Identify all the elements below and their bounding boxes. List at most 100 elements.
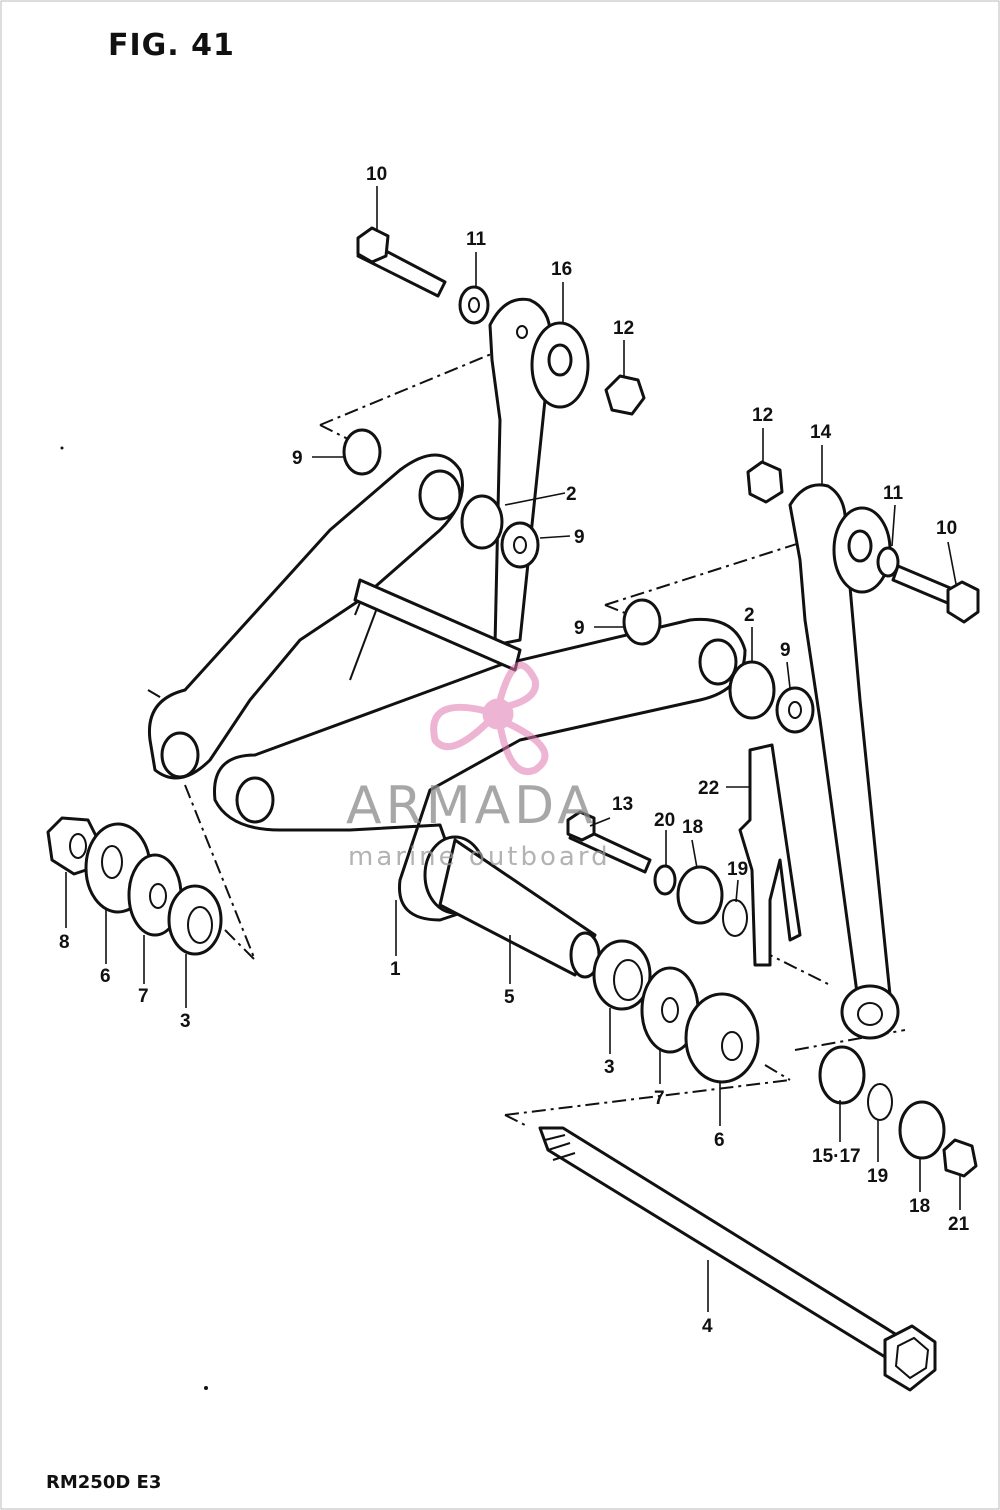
callout-label: 4 (702, 1316, 713, 1337)
collar-18-upper (676, 865, 724, 925)
leader-line (891, 504, 896, 547)
model-code: RM250D E3 (46, 1472, 162, 1493)
assembly-line (184, 784, 256, 961)
bracket-plate-22 (738, 743, 802, 967)
callout-label: 7 (138, 986, 149, 1007)
collar-9-mid (500, 521, 540, 569)
washer-hole (661, 997, 679, 1023)
callout-label: 3 (180, 1011, 191, 1032)
collar-9-right-outer-hole (788, 701, 802, 719)
callout-label: 10 (936, 518, 957, 539)
callout-label: 20 (654, 810, 675, 831)
callout-label: 18 (682, 817, 703, 838)
link-rod-left (488, 297, 590, 647)
callout-label: 1 (390, 959, 401, 980)
speck (60, 446, 64, 450)
callout-label: 16 (551, 259, 572, 280)
link-rod-hole (847, 529, 873, 563)
callout-label: 7 (654, 1088, 665, 1109)
lever-upper-arm (147, 453, 464, 780)
bolt-10-left-head (356, 226, 390, 264)
leader-line (504, 492, 566, 506)
callout-label: 19 (867, 1166, 888, 1187)
callout-label: 11 (466, 229, 487, 250)
link-rod-lower-eye (840, 984, 900, 1040)
callout-label: 3 (604, 1057, 615, 1078)
leader-line (691, 839, 698, 869)
collar-9-right-outer (775, 686, 815, 734)
sleeve-body (438, 838, 597, 977)
link-rod-hole (547, 343, 573, 377)
nut-hole (69, 833, 87, 859)
assembly-line (764, 1064, 791, 1081)
collar-9-mid-hole (513, 536, 527, 554)
assembly-line (319, 339, 526, 426)
link-rod-lower-hole (857, 1002, 883, 1026)
bracket-assembly (566, 743, 802, 967)
lever-end-bore (698, 638, 738, 686)
bolt-thread (544, 1134, 576, 1161)
sleeve (423, 835, 601, 979)
assembly-line (504, 1079, 791, 1116)
callout-label: 12 (752, 405, 773, 426)
callout-label: 6 (100, 966, 111, 987)
link-rod-right (788, 483, 900, 1040)
callout-label: 19 (727, 859, 748, 880)
dust-seal-hole (721, 1031, 743, 1061)
lever-lower-bore (160, 731, 200, 779)
callout-label: 9 (780, 640, 791, 661)
callout-label: 18 (909, 1196, 930, 1217)
lever-crossbar (353, 578, 522, 672)
long-axle-bolt (538, 1126, 937, 1392)
lever-pivot-bore (235, 776, 275, 824)
callout-label: 2 (744, 605, 755, 626)
leader-line (735, 879, 739, 903)
lever-upper-bore (418, 469, 462, 521)
assembly-line (759, 949, 831, 986)
bolt-10-right-shaft (891, 564, 957, 606)
dust-seal-hole (101, 845, 123, 879)
callout-label: 2 (566, 484, 577, 505)
circlip-19-lower (867, 1083, 893, 1121)
callout-label: 11 (883, 483, 904, 504)
callout-label: 15·17 (812, 1146, 861, 1167)
needle-bearing (592, 939, 652, 1011)
callouts: 10 11 16 12 9 2 9 12 14 11 10 9 2 9 22 1… (59, 164, 970, 1337)
callout-label: 8 (59, 932, 70, 953)
callout-label: 21 (948, 1214, 970, 1235)
bolt-hex-head (883, 1324, 937, 1392)
bearing-stack-right (592, 939, 760, 1084)
callout-label: 14 (810, 422, 832, 443)
needle-bearing (167, 884, 223, 956)
callout-label: 13 (612, 794, 633, 815)
callout-label: 9 (292, 448, 303, 469)
needle-bearing-bore (187, 906, 213, 944)
assembly-line (604, 604, 631, 616)
callout-label: 6 (714, 1130, 725, 1151)
cushion-lever (147, 453, 747, 922)
collar-9-right (622, 598, 662, 646)
leader-lines (65, 186, 961, 1312)
speck (204, 1386, 208, 1390)
washer-11-left-hole (468, 297, 480, 313)
needle-bearing-bore (613, 959, 643, 1001)
bushing-15-17 (818, 1045, 866, 1105)
callout-label: 9 (574, 527, 585, 548)
collar-18-lower (898, 1100, 946, 1160)
assembly-line (147, 689, 166, 701)
washer-11-right (876, 546, 900, 578)
dust-seal (684, 992, 760, 1084)
nut-12-upper (604, 374, 646, 416)
lower-right-parts (818, 1045, 978, 1178)
collar-9-upper (342, 428, 382, 476)
watermark-brand: ARMADA (346, 776, 597, 836)
upper-fasteners (342, 226, 646, 569)
nut-12-right (746, 460, 784, 504)
leader-line (947, 541, 957, 585)
nut-21 (942, 1138, 978, 1178)
bushing-2-right (728, 660, 776, 720)
callout-label: 22 (698, 778, 719, 799)
